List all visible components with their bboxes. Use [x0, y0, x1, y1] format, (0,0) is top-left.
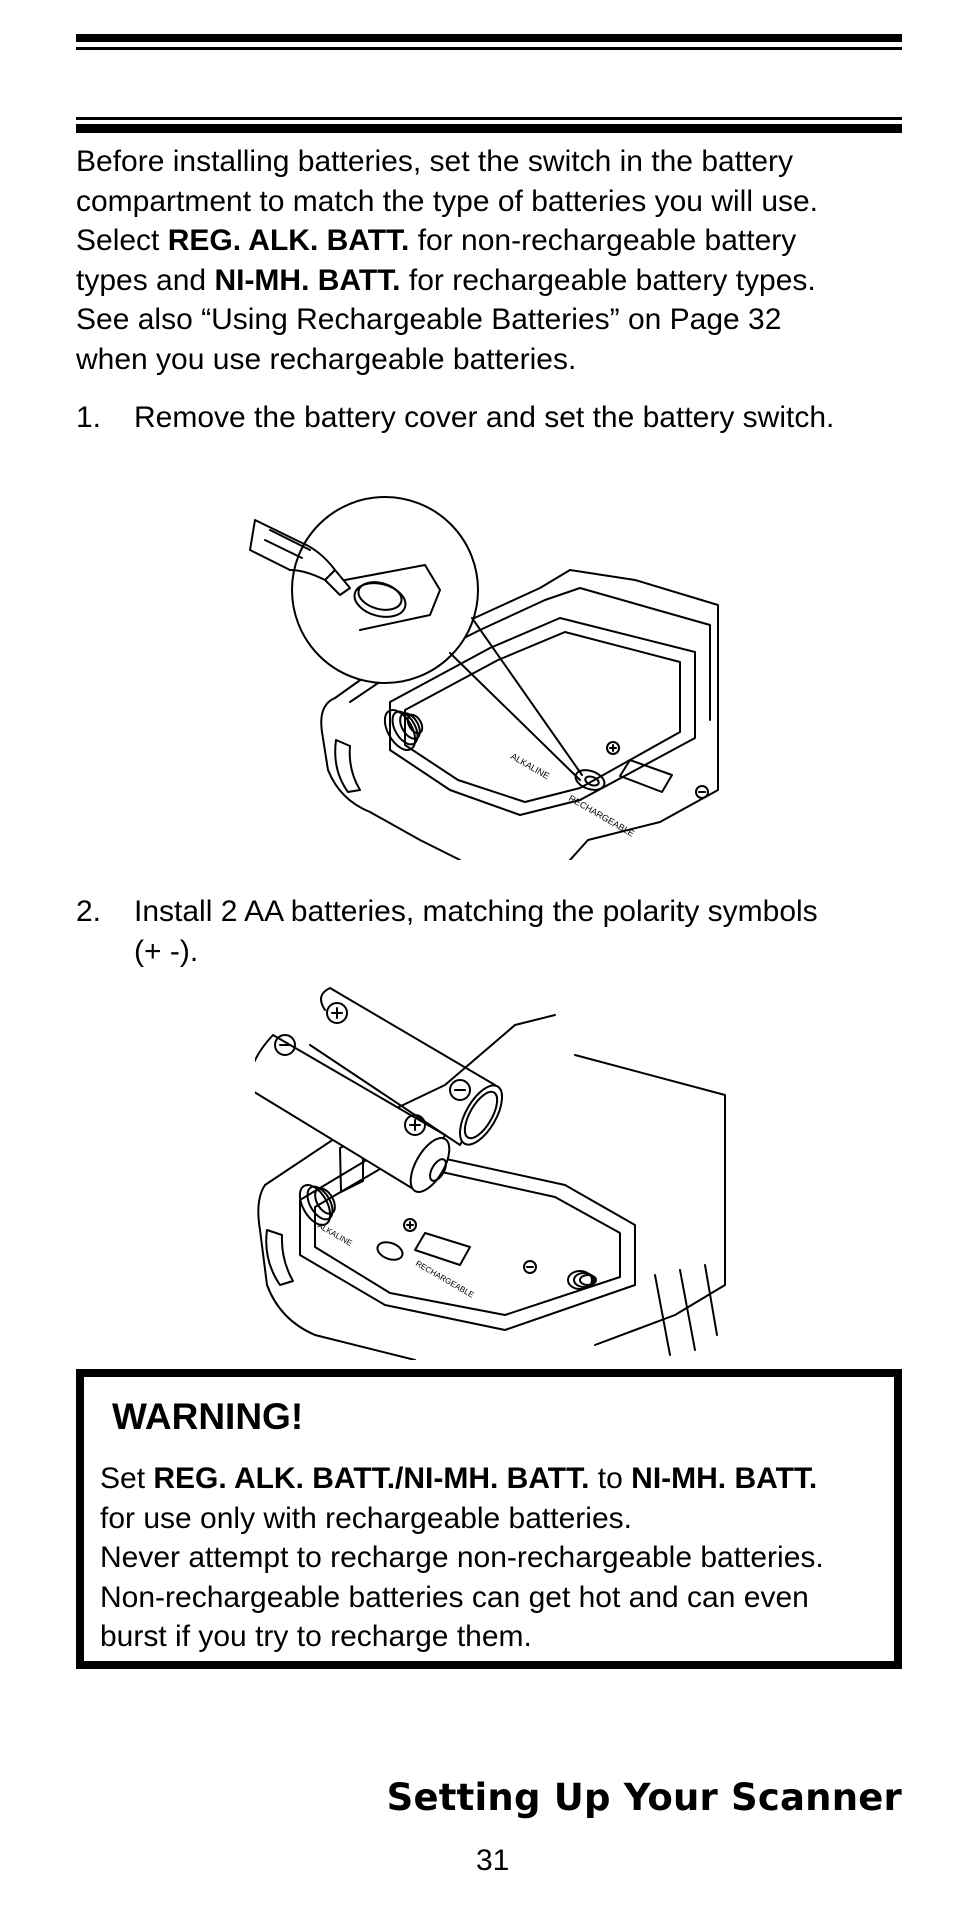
step-number: 2.: [76, 895, 102, 928]
setting-switch-name: REG. ALK. BATT./NI-MH. BATT.: [153, 1462, 590, 1495]
intro-line: See also “Using Rechargeable Batteries” …: [76, 303, 782, 336]
warning-text: Set REG. ALK. BATT./NI-MH. BATT. to NI-M…: [100, 1462, 824, 1653]
label-rechargeable: RECHARGEABLE: [567, 793, 636, 839]
step-text: Install 2 AA batteries, matching the pol…: [134, 895, 818, 968]
intro-line: compartment to match the type of batteri…: [76, 184, 819, 218]
intro-line: Select REG. ALK. BATT. for non-rechargea…: [76, 224, 797, 257]
setting-ni-mh: NI-MH. BATT.: [214, 263, 401, 297]
label-alkaline: ALKALINE: [316, 1221, 354, 1248]
step-number: 1.: [76, 401, 102, 434]
step-2: 2. Install 2 AA batteries, matching the …: [76, 892, 906, 971]
warning-box: WARNING! Set REG. ALK. BATT./NI-MH. BATT…: [76, 1369, 902, 1669]
warning-title: WARNING!: [112, 1396, 304, 1437]
setting-reg-alk: REG. ALK. BATT.: [167, 224, 410, 257]
intro-line: Before installing batteries, set the swi…: [76, 145, 794, 178]
section-title: Setting Up Your Scanner: [386, 1776, 902, 1819]
intro-line: when you use rechargeable batteries.: [76, 342, 577, 376]
figure-battery-switch: ALKALINE RECHARGEABLE: [249, 496, 719, 860]
step-text: Remove the battery cover and set the bat…: [134, 401, 835, 434]
header-rule-bottom-thick: [76, 124, 902, 133]
setting-ni-mh: NI-MH. BATT.: [631, 1462, 818, 1495]
intro-line: types and NI-MH. BATT. for rechargeable …: [76, 263, 816, 297]
page-number: 31: [476, 1844, 510, 1877]
label-alkaline: ALKALINE: [509, 751, 551, 781]
step-1: 1. Remove the battery cover and set the …: [76, 398, 906, 438]
header-rule-top-thin: [76, 47, 902, 50]
header-rule-top-thick: [76, 34, 902, 42]
figure-install-batteries: ALKALINE RECHARGEABLE: [255, 987, 726, 1360]
header-rule-bottom-thin: [76, 117, 902, 120]
label-rechargeable: RECHARGEABLE: [414, 1259, 475, 1300]
intro-paragraph: Before installing batteries, set the swi…: [76, 142, 896, 379]
